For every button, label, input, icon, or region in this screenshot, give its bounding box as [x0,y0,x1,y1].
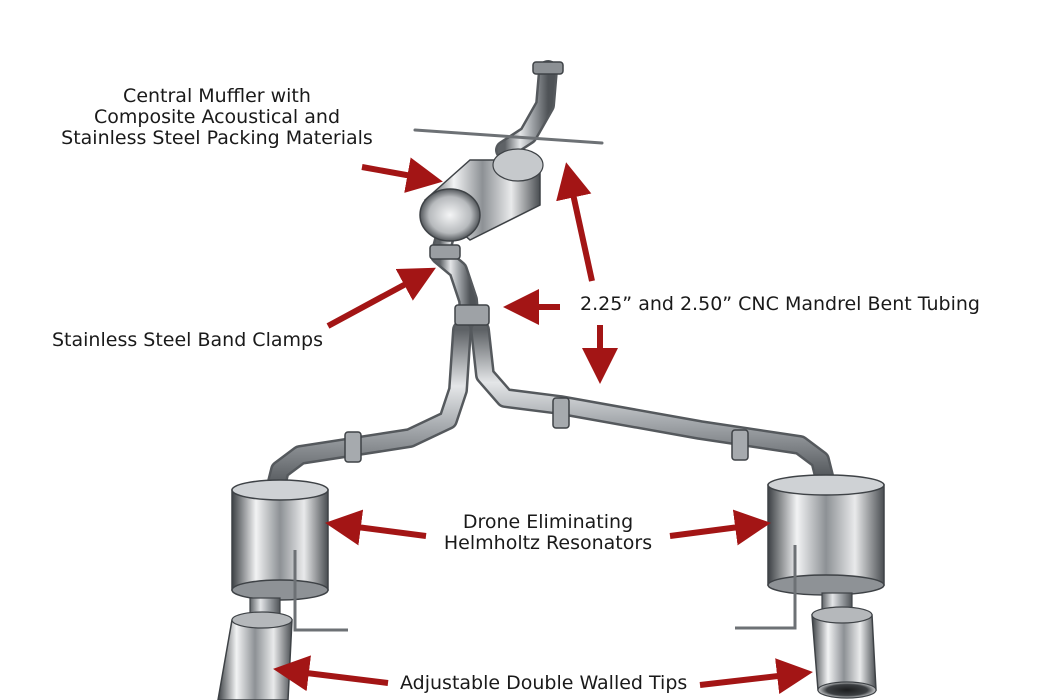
arrow-tip-left [273,655,389,692]
band-clamps [344,61,749,463]
arrow-resonator-left [325,509,427,546]
label-central-muffler: Central Muffler with Composite Acoustica… [58,86,376,149]
label-central-muffler-line-3: Stainless Steel Packing Materials [61,127,373,149]
right-tip [811,592,877,699]
hanger-rod [413,128,604,145]
label-tubing: 2.25” and 2.50” CNC Mandrel Bent Tubing [580,293,980,315]
arrow-resonator-right [669,509,771,546]
arrow-central-muffler [361,157,443,193]
label-resonators-line-2: Helmholtz Resonators [443,532,653,554]
right-branch-clamp-1 [552,397,570,429]
right-branch-clamp-2 [731,429,749,461]
arrow-tip-right [699,658,813,694]
label-central-muffler-line-1: Central Muffler with [123,85,311,107]
arrow-tubing-up [556,162,595,282]
inlet-clamp [532,61,564,75]
left-branch-pipe [265,320,472,500]
left-resonator [231,479,348,632]
label-resonators-line-1: Drone Eliminating [462,511,634,533]
y-pipe-clamp [454,304,490,326]
callout-arrows [273,157,813,694]
left-branch-clamp [344,431,362,463]
right-resonator [735,474,885,630]
arrow-band-clamps [326,267,436,329]
label-resonators: Drone Eliminating Helmholtz Resonators [432,512,664,554]
left-tip [217,597,293,700]
label-tips: Adjustable Double Walled Tips [400,672,688,694]
central-muffler [419,148,544,242]
label-band-clamps: Stainless Steel Band Clamps [52,329,323,351]
mid-clamp-upper [429,244,461,260]
label-central-muffler-line-2: Composite Acoustical and [94,106,340,128]
